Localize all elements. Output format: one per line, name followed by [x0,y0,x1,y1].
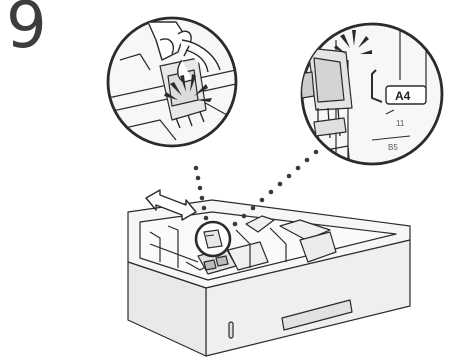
size-mark-b5: B5 [388,143,398,152]
guide-lever-highlight [196,222,230,256]
paper-size-label: A4 [395,89,411,103]
right-magnifier: A4 11 B5 [300,24,442,170]
size-mark-11: 11 [396,119,405,128]
left-magnifier [108,18,236,146]
paper-tray [128,200,410,356]
